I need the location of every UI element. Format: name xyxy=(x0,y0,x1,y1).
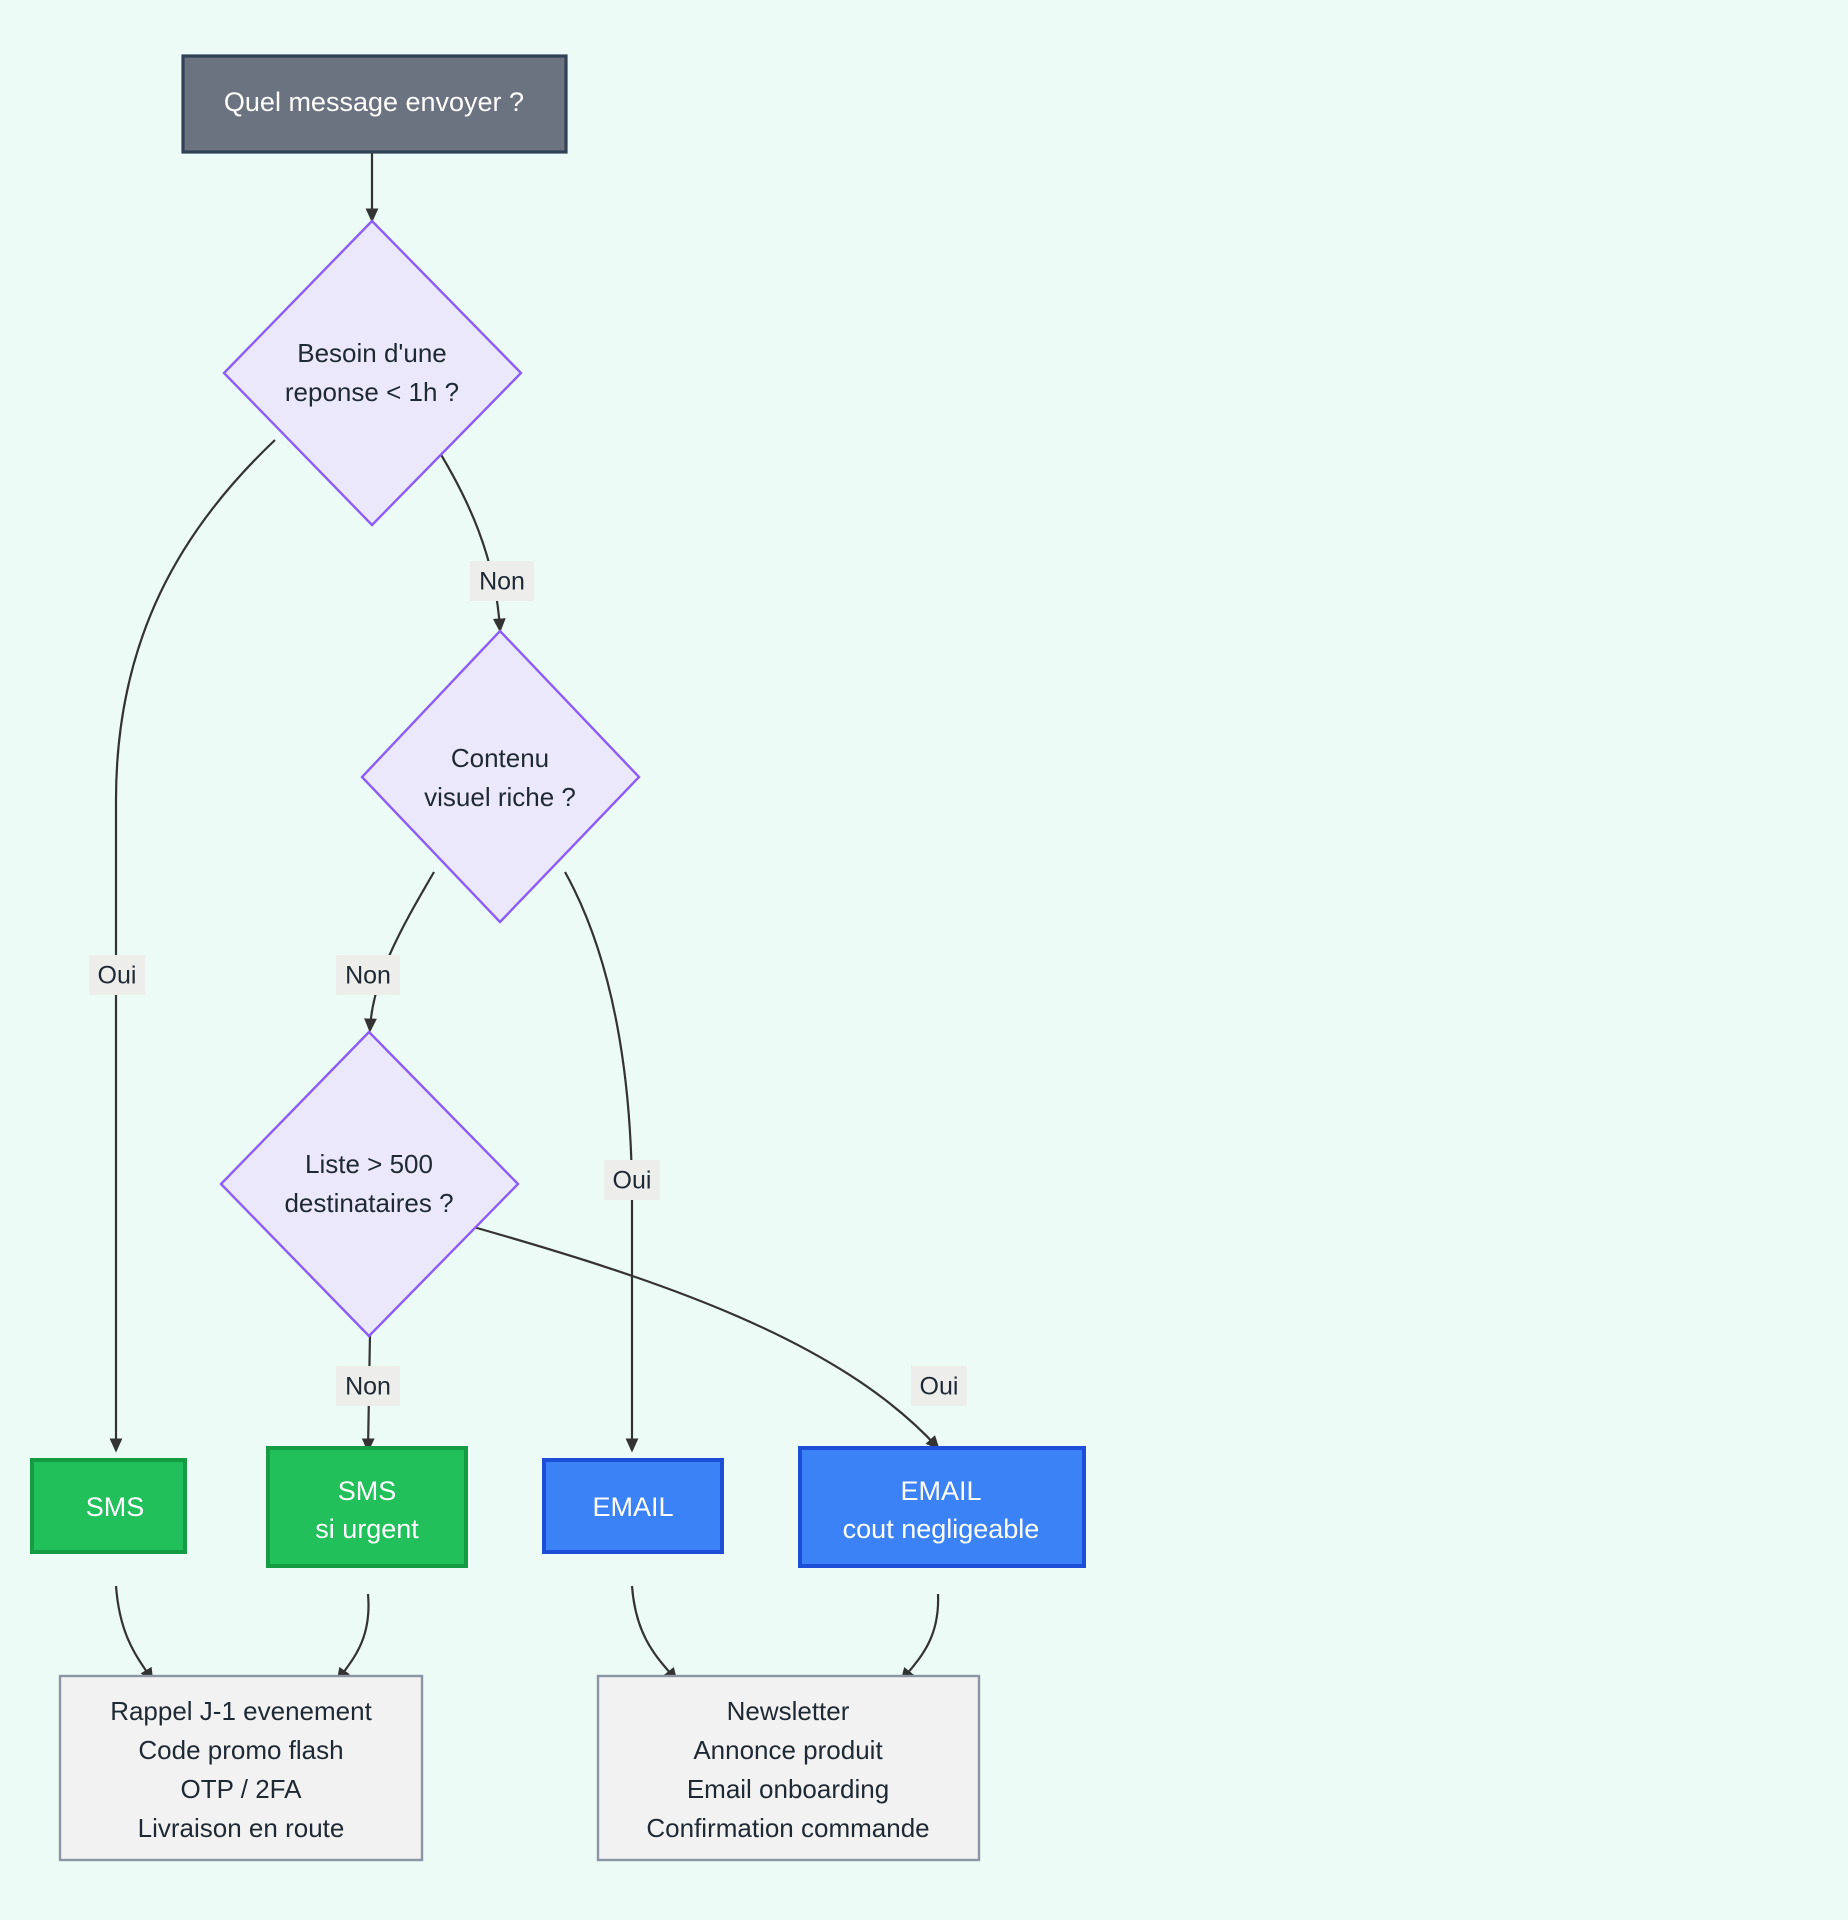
edge-label-text: Non xyxy=(345,1373,391,1401)
edge-label-text: Oui xyxy=(920,1373,959,1401)
node-decision1-line1: Besoin d'une xyxy=(297,338,447,368)
node-decision2-line2: visuel riche ? xyxy=(424,782,576,812)
sms-example-item: Livraison en route xyxy=(138,1813,345,1843)
edge-sms2-to-sms-examples xyxy=(336,1593,370,1683)
node-email-cout-negligeable[interactable]: EMAIL cout negligeable xyxy=(798,1446,1086,1568)
edge-label-text: Oui xyxy=(613,1167,652,1195)
node-decision3-line2: destinataires ? xyxy=(284,1188,453,1218)
edge-email1-to-email-examples xyxy=(630,1585,678,1683)
edge-label-oui-email2: Oui xyxy=(911,1366,967,1406)
edge-decision1-to-decision2 xyxy=(431,439,506,633)
node-decision-reponse-1h[interactable]: Besoin d'une reponse < 1h ? xyxy=(222,219,523,527)
edge-label-text: Oui xyxy=(98,962,137,990)
node-email[interactable]: EMAIL xyxy=(542,1458,724,1554)
node-email2-line1: EMAIL xyxy=(900,1476,981,1506)
edge-label-non-sms2: Non xyxy=(336,1366,400,1406)
email-example-item: Confirmation commande xyxy=(646,1813,929,1843)
node-sms-examples[interactable]: Rappel J-1 evenement Code promo flash OT… xyxy=(58,1674,424,1862)
edge-label-text: Non xyxy=(345,962,391,990)
node-decision-contenu-visuel[interactable]: Contenu visuel riche ? xyxy=(360,629,641,924)
node-start[interactable]: Quel message envoyer ? xyxy=(181,54,568,154)
node-sms-label: SMS xyxy=(86,1492,145,1522)
nodes-layer: Quel message envoyer ? Besoin d'une repo… xyxy=(30,54,1086,1862)
email-example-item: Annonce produit xyxy=(693,1735,883,1765)
edge-decision1-to-sms1 xyxy=(109,439,276,1453)
node-email2-line2: cout negligeable xyxy=(843,1514,1040,1544)
node-sms2-line1: SMS xyxy=(338,1476,397,1506)
edge-email2-to-email-examples xyxy=(900,1593,940,1683)
sms-example-item: Rappel J-1 evenement xyxy=(110,1696,372,1726)
node-decision2-line1: Contenu xyxy=(451,743,549,773)
node-sms2-line2: si urgent xyxy=(315,1514,419,1544)
node-email-examples[interactable]: Newsletter Annonce produit Email onboard… xyxy=(596,1674,981,1862)
node-decision1-line2: reponse < 1h ? xyxy=(285,377,459,407)
edge-sms1-to-sms-examples xyxy=(114,1585,154,1683)
node-decision-liste-500[interactable]: Liste > 500 destinataires ? xyxy=(219,1030,520,1338)
edge-label-oui-email1: Oui xyxy=(604,1160,660,1200)
email-example-item: Email onboarding xyxy=(687,1774,889,1804)
edges-layer xyxy=(109,152,940,1683)
email-example-item: Newsletter xyxy=(727,1696,850,1726)
node-decision3-line1: Liste > 500 xyxy=(305,1149,433,1179)
edge-label-text: Non xyxy=(479,568,525,596)
node-start-label: Quel message envoyer ? xyxy=(224,87,524,117)
edge-decision2-to-decision3 xyxy=(364,871,435,1033)
sms-example-item: OTP / 2FA xyxy=(181,1774,303,1804)
sms-example-item: Code promo flash xyxy=(138,1735,343,1765)
edge-label-oui-sms1: Oui xyxy=(89,955,145,995)
node-sms-si-urgent[interactable]: SMS si urgent xyxy=(266,1446,468,1568)
edge-label-non-decision3: Non xyxy=(336,955,400,995)
node-sms[interactable]: SMS xyxy=(30,1458,187,1554)
edge-labels-layer: Oui Non Non Oui Non Oui xyxy=(89,561,967,1406)
node-email-label: EMAIL xyxy=(592,1492,673,1522)
edge-label-non-decision2: Non xyxy=(470,561,534,601)
edge-decision3-to-email2 xyxy=(469,1224,940,1450)
